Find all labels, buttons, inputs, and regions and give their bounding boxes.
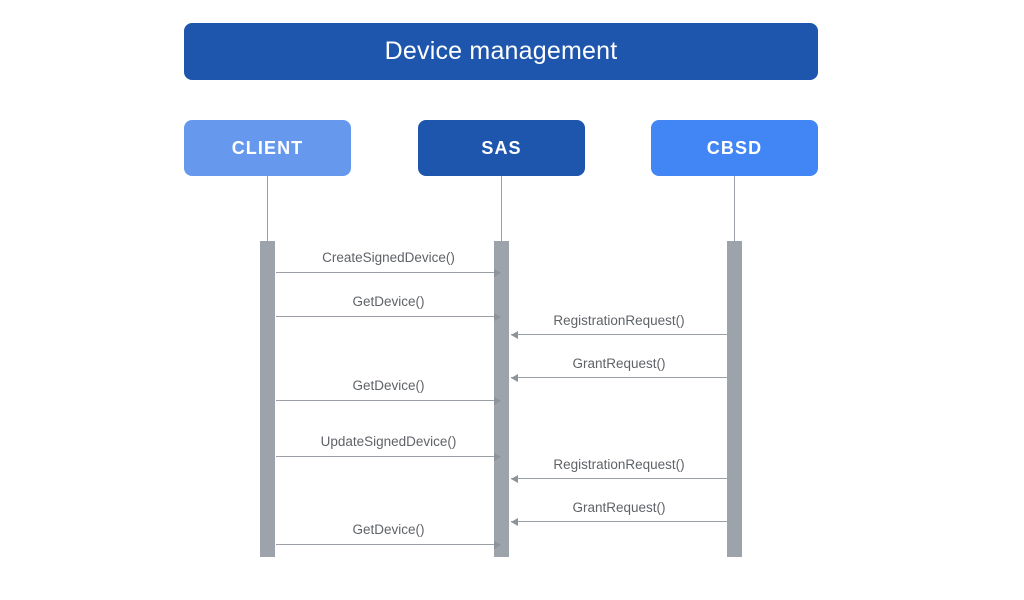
message-line-9 [276,544,501,545]
message-label-8: GrantRequest() [572,500,666,515]
participant-label-cbsd: CBSD [706,138,763,158]
message-line-2 [276,316,501,317]
arrowhead-right-6 [494,452,501,461]
participant-box-sas[interactable]: SAS [418,120,585,176]
participant-label-client: CLIENT [231,138,304,158]
message-line-7 [511,478,727,479]
diagram-title: Device management [384,37,618,65]
activation-bar-cbsd [727,241,742,557]
arrowhead-left-7 [511,474,518,483]
message-line-8 [511,521,727,522]
message-line-5 [276,400,501,401]
arrowhead-right-2 [494,312,501,321]
message-label-4: GrantRequest() [572,356,666,371]
message-label-1: CreateSignedDevice() [322,250,455,265]
arrowhead-right-1 [494,268,501,277]
participant-box-client[interactable]: CLIENT [184,120,351,176]
diagram-title-banner: Device management [184,23,818,80]
arrowhead-right-5 [494,396,501,405]
message-label-9: GetDevice() [352,522,425,537]
message-line-3 [511,334,727,335]
message-line-4 [511,377,727,378]
message-line-1 [276,272,501,273]
arrowhead-left-3 [511,330,518,339]
arrowhead-left-4 [511,373,518,382]
activation-bar-client [260,241,275,557]
arrowhead-left-8 [511,517,518,526]
message-label-3: RegistrationRequest() [553,313,685,328]
participant-box-cbsd[interactable]: CBSD [651,120,818,176]
message-line-6 [276,456,501,457]
participant-label-sas: SAS [481,138,522,158]
message-label-5: GetDevice() [352,378,425,393]
arrowhead-right-9 [494,540,501,549]
message-label-2: GetDevice() [352,294,425,309]
message-label-6: UpdateSignedDevice() [320,434,457,449]
message-label-7: RegistrationRequest() [553,457,685,472]
